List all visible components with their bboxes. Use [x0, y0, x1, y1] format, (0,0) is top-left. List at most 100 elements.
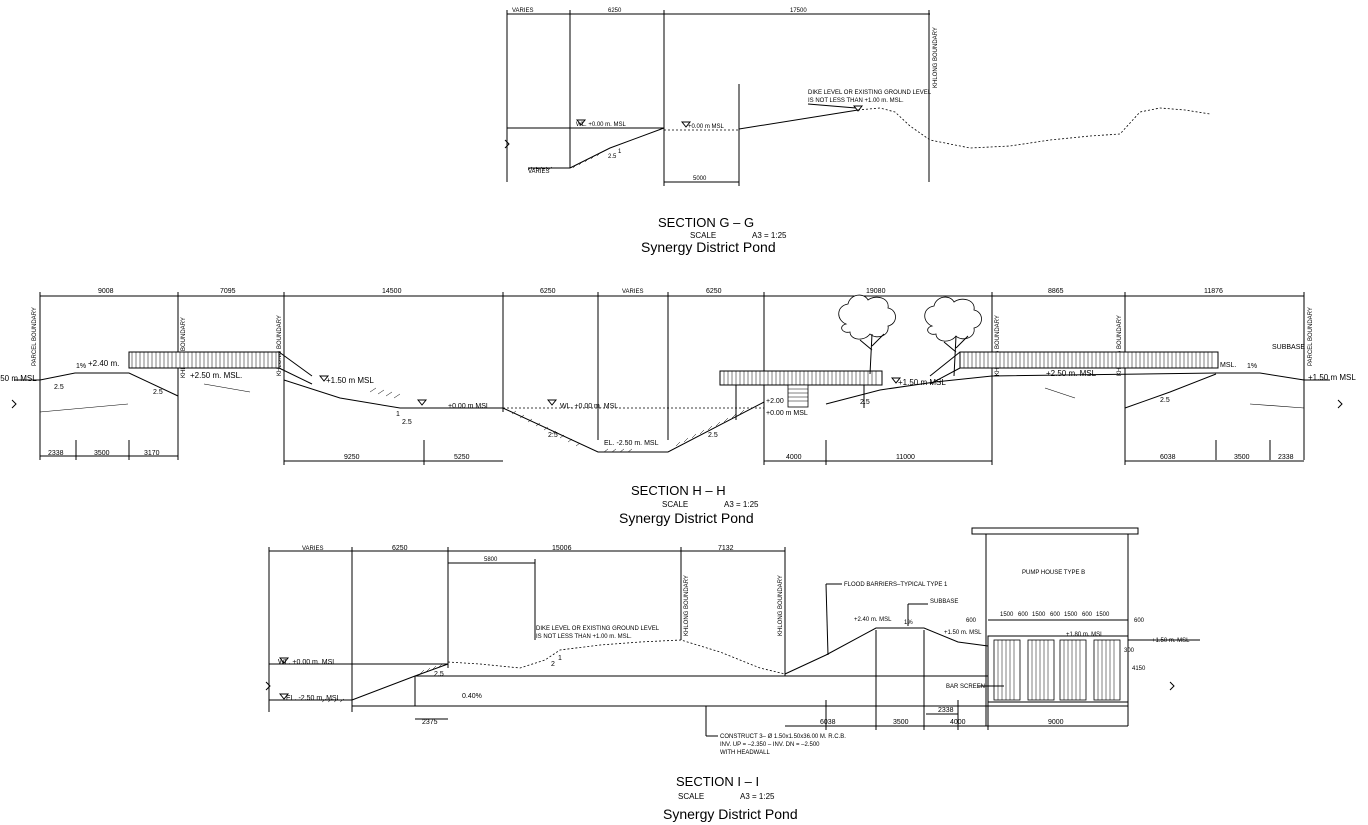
dim-i-5800: 5800	[484, 557, 498, 563]
section-h-scale-label: SCALE	[662, 500, 688, 509]
slope-i-25: 2.5	[434, 671, 444, 678]
dim-h-2338b: 2338	[1278, 454, 1294, 461]
dim-h-11000: 11000	[896, 454, 915, 461]
pump-dim-600a: 600	[966, 618, 977, 624]
wl-label-i: WL. +0.00 m. MSL	[278, 659, 336, 666]
wl-label-h: WL. +0.00 m. MSL	[560, 403, 618, 410]
section-g-drawing: VARIES 6250 17500 5000 KHLONG BOUNDARY W…	[504, 8, 1211, 186]
level-h-200: +2.00	[766, 398, 784, 405]
dim-i-7132: 7132	[718, 545, 734, 552]
dim-g-17500: 17500	[790, 8, 807, 14]
section-h-title: SECTION H – H	[631, 483, 726, 498]
level-i-150b: +1.50 m. MSL	[1152, 638, 1190, 644]
pump-dim-4150: 4150	[1132, 666, 1146, 672]
dim-h-5250: 5250	[454, 454, 470, 461]
slope-h-25-e: 2.5	[708, 432, 718, 439]
dike-note-g-2: IS NOT LESS THAN +1.00 m. MSL.	[808, 98, 904, 104]
dim-h-2338a: 2338	[48, 450, 64, 457]
pump-dim-4: 600	[1050, 612, 1061, 618]
pump-dim-300: 300	[1124, 648, 1135, 654]
slope-h-25-f: 2.5	[860, 399, 870, 406]
section-g-scale-value: A3 = 1:25	[752, 231, 787, 240]
khlong-boundary-i-1: KHLONG BOUNDARY	[684, 575, 690, 636]
level-h-250: +2.50 m. MSL.	[190, 371, 242, 380]
dike-note-i-2: IS NOT LESS THAN +1.00 m. MSL.	[536, 634, 632, 640]
tree-icon	[838, 294, 896, 375]
dim-h-3500a: 3500	[94, 450, 110, 457]
pump-dim-600b: 600	[1134, 618, 1145, 624]
dike-note-i-1: DIKE LEVEL OR EXISTING GROUND LEVEL	[536, 626, 660, 632]
slope-i-1: 1	[558, 655, 562, 662]
section-i-title: SECTION I – I	[676, 774, 759, 789]
construct-note-3: WITH HEADWALL	[720, 750, 770, 756]
tree-icon	[924, 296, 982, 377]
construct-note-2: INV. UP = –2.350 – INV. DN = –2.500	[720, 742, 820, 748]
slope-h-1pct-right: 1%	[1247, 363, 1257, 370]
level-h-150-mid: +1.50 m MSL	[898, 378, 946, 387]
pump-dim-2: 600	[1018, 612, 1029, 618]
slope-i-040: 0.40%	[462, 693, 482, 700]
slope-h-25-c: 2.5	[402, 419, 412, 426]
pump-dim-7: 1500	[1096, 612, 1110, 618]
dim-h-3500b: 3500	[1234, 454, 1250, 461]
flood-barrier-label: FLOOD BARRIERS–TYPICAL TYPE 1	[844, 582, 948, 588]
bar-screen-label: BAR SCREEN	[946, 684, 985, 690]
dim-i-3500: 3500	[893, 719, 909, 726]
dim-h-6250a: 6250	[540, 288, 556, 295]
khlong-boundary-h-3: KHLONG BOUNDARY	[995, 315, 1001, 376]
pump-dim-6: 600	[1082, 612, 1093, 618]
dim-h-9008: 9008	[98, 288, 114, 295]
level-h-left: .50 m MSL	[0, 374, 37, 383]
level-g-000: +0.00 m MSL	[688, 124, 725, 130]
level-i-150: +1.50 m. MSL	[944, 630, 982, 636]
dim-h-14500: 14500	[382, 288, 402, 295]
slope-h-25-b: 2.5	[153, 389, 163, 396]
dim-h-3170: 3170	[144, 450, 160, 457]
pump-dim-3: 1500	[1032, 612, 1046, 618]
pump-dim-1: 1500	[1000, 612, 1014, 618]
dim-h-4000: 4000	[786, 454, 802, 461]
slope-h-25-d: 2.5	[548, 432, 558, 439]
msl-h: MSL.	[1220, 362, 1236, 369]
section-i-scale-label: SCALE	[678, 792, 704, 801]
section-g-scale-label: SCALE	[690, 231, 716, 240]
section-g-subtitle: Synergy District Pond	[641, 239, 776, 255]
wl-label-g: WL. +0.00 m. MSL	[576, 122, 627, 128]
dim-h-8865: 8865	[1048, 288, 1064, 295]
subbase-i: SUBBASE	[930, 599, 958, 605]
dim-h-varies: VARIES	[622, 289, 644, 295]
dim-i-4000: 4000	[950, 719, 966, 726]
parcel-boundary-h-right: PARCEL BOUNDARY	[1308, 307, 1314, 366]
section-i-drawing: VARIES 6250 15006 7132 5800 2375 6038 35…	[265, 527, 1200, 756]
section-g-title: SECTION G – G	[658, 215, 754, 230]
level-h-000b: +0.00 m MSL	[766, 410, 808, 417]
dim-i-6250: 6250	[392, 545, 408, 552]
dim-h-7095: 7095	[220, 288, 236, 295]
khlong-boundary-i-2: KHLONG BOUNDARY	[778, 575, 784, 636]
slope-i-2: 2	[551, 661, 555, 668]
parcel-boundary-h-left: PARCEL BOUNDARY	[32, 307, 38, 366]
khlong-boundary-g: KHLONG BOUNDARY	[933, 27, 939, 88]
level-h-250b: +2.50 m. MSL	[1046, 369, 1097, 378]
slope-h-25-g: 2.5	[1160, 397, 1170, 404]
dim-g-5000: 5000	[693, 176, 707, 182]
slope-i-1pct: 1%	[904, 620, 913, 626]
level-h-240: +2.40 m.	[88, 359, 119, 368]
slope-h-1pct-left: 1%	[76, 363, 86, 370]
section-i-subtitle: Synergy District Pond	[663, 806, 798, 822]
dim-g-varies: VARIES	[512, 8, 534, 14]
construct-note-1: CONSTRUCT 3– Ø 1.50x1.50x36.00 M. R.C.B.	[720, 734, 846, 740]
dim-h-19080: 19080	[866, 288, 886, 295]
level-h-000: +0.00 m MSL	[448, 403, 490, 410]
subbase-h: SUBBASE	[1272, 344, 1305, 351]
slope-h-25-a: 2.5	[54, 384, 64, 391]
khlong-boundary-h-4: KHLONG BOUNDARY	[1117, 315, 1123, 376]
section-h-drawing: 9008 7095 14500 6250 VARIES 6250 19080 8…	[0, 288, 1356, 465]
dim-i-2338: 2338	[938, 707, 954, 714]
level-i-180: +1.80 m. MSL	[1066, 632, 1104, 638]
section-h-subtitle: Synergy District Pond	[619, 510, 754, 526]
slope-h-1: 1	[396, 411, 400, 418]
slope-g-25: 2.5	[608, 154, 617, 160]
el-label-h: EL. -2.50 m. MSL	[604, 440, 659, 447]
